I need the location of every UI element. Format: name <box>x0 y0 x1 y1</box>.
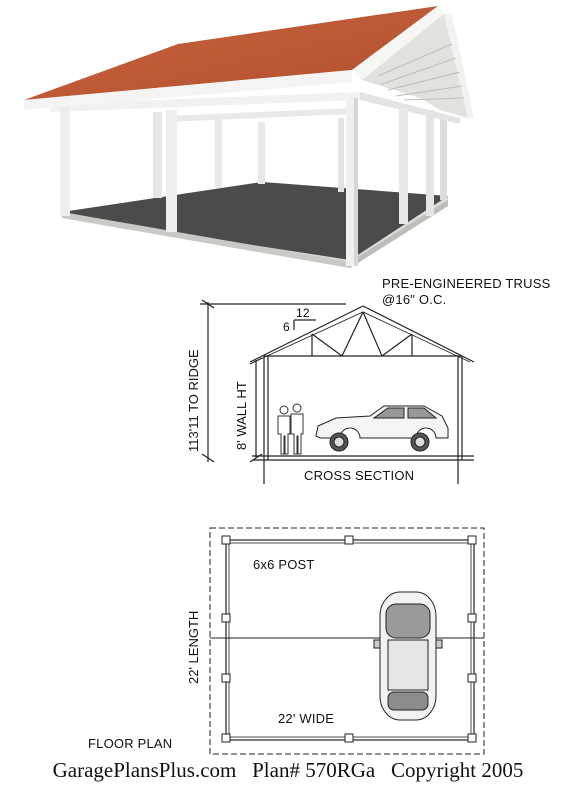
front-post <box>166 110 177 232</box>
car-top-view <box>373 591 443 721</box>
post-label: 6x6 POST <box>253 557 315 572</box>
floor-plan-title: FLOOR PLAN <box>88 736 173 751</box>
post-markers <box>221 535 477 743</box>
footer: GaragePlansPlus.com Plan# 570RGa Copyrig… <box>0 758 576 783</box>
gable-end <box>362 14 468 118</box>
footer-copyright: Copyright 2005 <box>390 758 524 782</box>
front-post <box>399 108 408 224</box>
width-label: 22' WIDE <box>278 711 335 726</box>
footer-site: GaragePlansPlus.com <box>52 758 237 782</box>
truss-note-line2: @16" O.C. <box>382 292 447 307</box>
front-post <box>60 106 70 216</box>
truss-note-line1: PRE-ENGINEERED TRUSS <box>382 276 551 291</box>
roof <box>24 6 438 100</box>
car-side-view <box>315 405 449 452</box>
length-label: 22' LENGTH <box>186 610 201 684</box>
cross-section-title: CROSS SECTION <box>304 468 415 483</box>
carport-rendering <box>24 6 474 268</box>
pitch-run-label: 12 <box>296 306 310 320</box>
people-figures <box>277 403 304 455</box>
pitch-rise-label: 6 <box>283 320 290 334</box>
footer-plan: Plan# 570RGa <box>252 758 376 782</box>
